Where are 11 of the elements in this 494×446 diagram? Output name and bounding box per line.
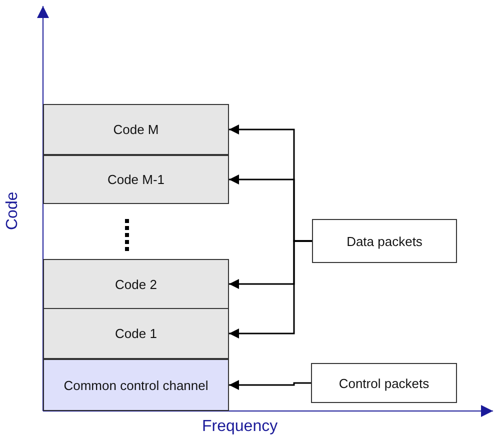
source-box: Control packets	[311, 363, 457, 403]
arrow	[229, 240, 312, 338]
channel-box: Common control channel	[43, 359, 229, 411]
channel-box: Code 1	[43, 308, 229, 359]
axis-label: Code	[4, 192, 22, 230]
channel-box: Code M-1	[43, 155, 229, 204]
channel-box: Code M	[43, 104, 229, 155]
axis-label: Frequency	[202, 418, 278, 436]
source-box: Data packets	[312, 219, 457, 263]
arrow	[229, 380, 311, 390]
channel-box: Code 2	[43, 259, 229, 309]
